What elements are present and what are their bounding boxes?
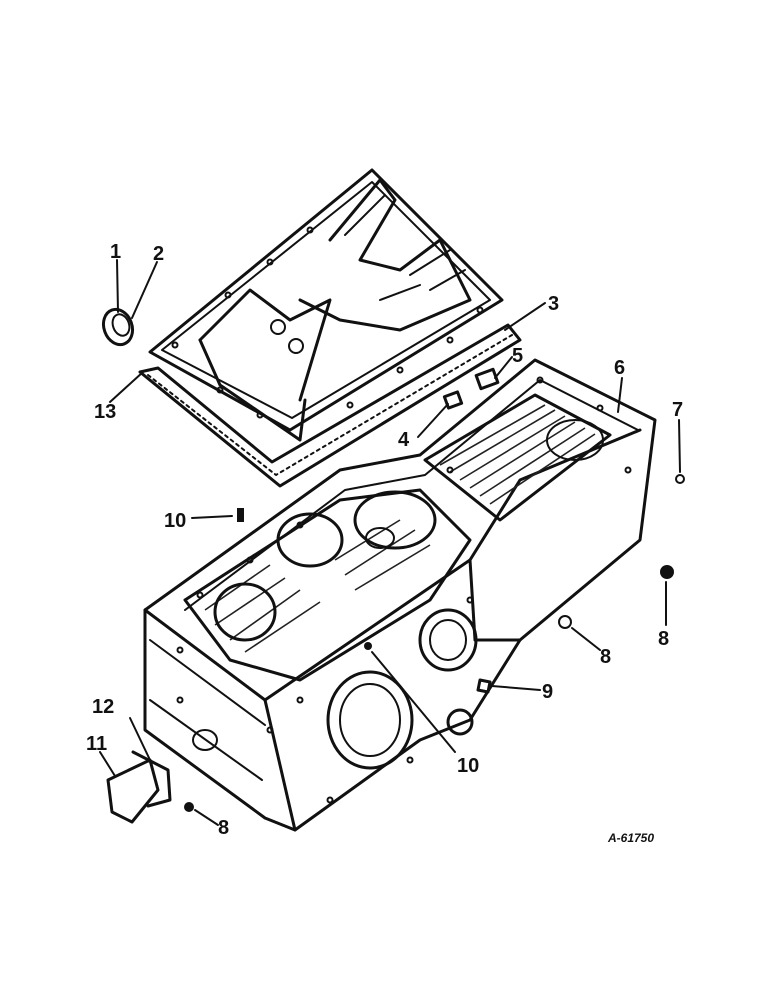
callout-1: 1 xyxy=(110,241,121,263)
callout-8-right: 8 xyxy=(658,628,669,650)
callouts: 1 2 3 5 4 6 7 8 8 9 10 10 12 11 8 13 xyxy=(86,241,683,839)
reference-code: A-61750 xyxy=(607,831,654,845)
gasket xyxy=(138,323,522,488)
top-cover xyxy=(148,168,504,442)
callout-10-left: 10 xyxy=(164,510,186,532)
callout-8-middle: 8 xyxy=(600,646,611,668)
callout-5: 5 xyxy=(512,345,523,367)
leader-lines xyxy=(99,259,681,826)
callout-2: 2 xyxy=(153,243,164,265)
callout-7: 7 xyxy=(672,399,683,421)
callout-8-bottom: 8 xyxy=(218,817,229,839)
callout-4: 4 xyxy=(398,429,410,451)
callout-10-bottom: 10 xyxy=(457,755,479,777)
callout-13: 13 xyxy=(94,401,116,423)
callout-12: 12 xyxy=(92,696,114,718)
transmission-housing xyxy=(143,358,657,832)
callout-9: 9 xyxy=(542,681,553,703)
callout-11: 11 xyxy=(86,733,107,755)
callout-6: 6 xyxy=(614,357,625,379)
callout-3: 3 xyxy=(548,293,559,315)
small-parts xyxy=(101,307,685,824)
